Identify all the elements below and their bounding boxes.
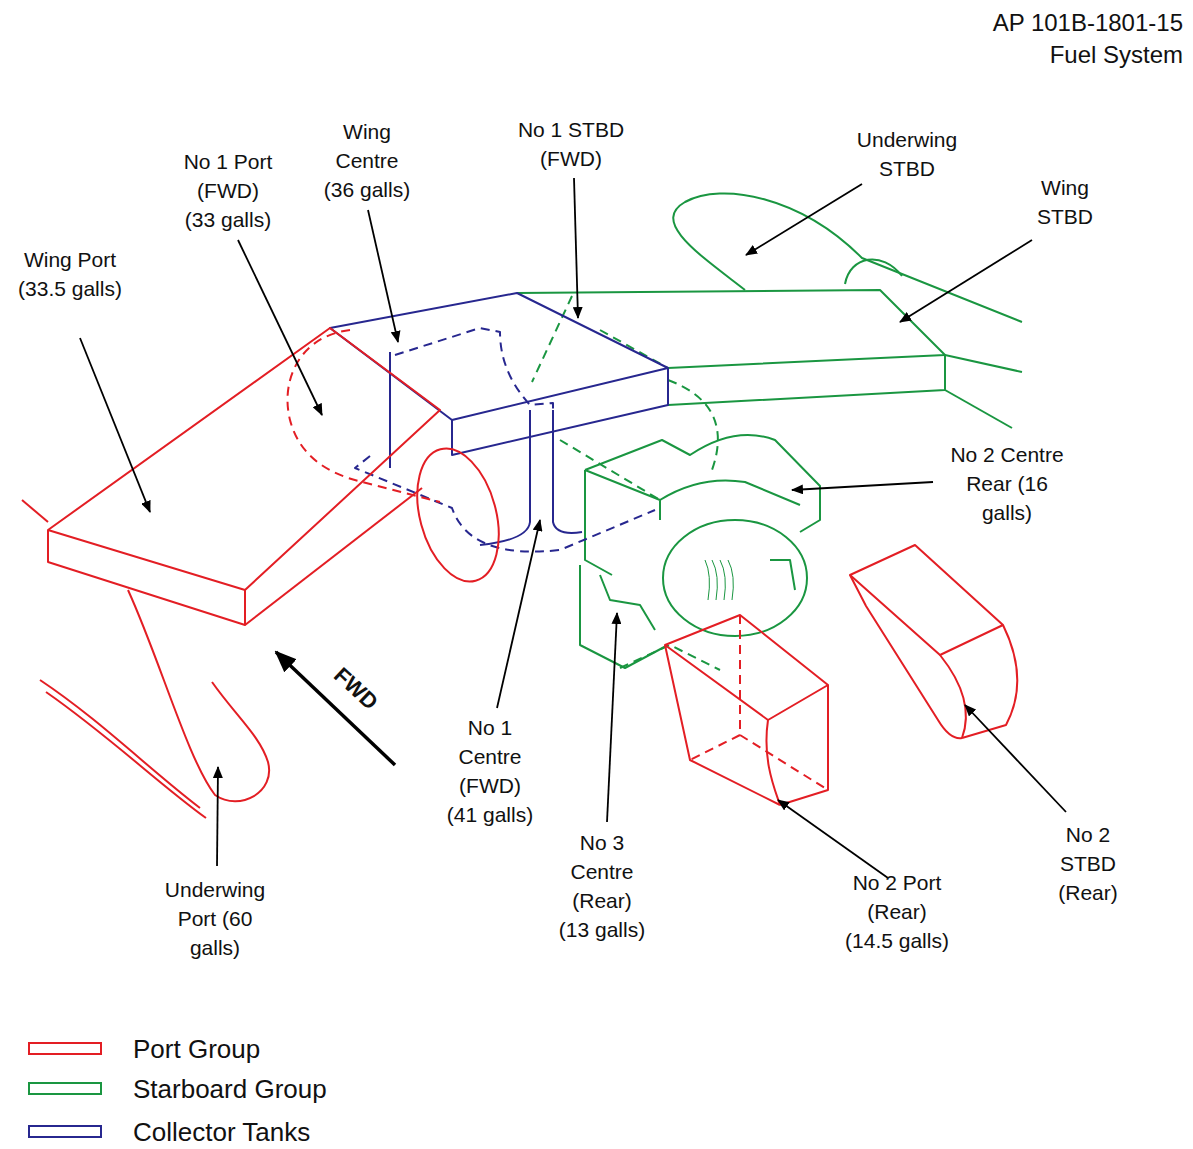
legend-text: Starboard Group xyxy=(133,1074,327,1104)
leader-lines xyxy=(80,178,1066,878)
tank-callout: Underwing Port (60 galls) xyxy=(163,875,267,962)
direction-label: FWD xyxy=(328,660,384,715)
collector-tanks xyxy=(330,293,668,552)
tank-callout: No 1 STBD (FWD) xyxy=(516,115,626,173)
starboard-tanks xyxy=(517,194,1022,670)
tank-callout: No 1 Port (FWD) (33 galls) xyxy=(181,147,275,234)
tank-callout: No 2 Port (Rear) (14.5 galls) xyxy=(843,868,951,955)
tank-callout: Wing STBD xyxy=(1029,173,1101,231)
port-tanks xyxy=(22,328,1017,818)
tank-callout: Underwing STBD xyxy=(854,125,960,183)
document-reference: AP 101B-1801-15 xyxy=(993,8,1183,38)
tank-callout: No 2 STBD (Rear) xyxy=(1052,820,1124,907)
tank-callout: No 1 Centre (FWD) (41 galls) xyxy=(444,713,536,829)
legend-swatch xyxy=(28,1125,102,1138)
legend-swatch xyxy=(28,1042,102,1055)
legend-text: Collector Tanks xyxy=(133,1117,310,1147)
tank-callout: Wing Centre (36 galls) xyxy=(321,117,413,204)
legend-swatch xyxy=(28,1082,102,1095)
tank-callout: No 2 Centre Rear (16 galls) xyxy=(948,440,1066,527)
tank-callout: No 3 Centre (Rear) (13 galls) xyxy=(556,828,648,944)
diagram-title: Fuel System xyxy=(1050,40,1183,70)
legend-text: Port Group xyxy=(133,1034,260,1064)
tank-callout: Wing Port (33.5 galls) xyxy=(16,245,124,303)
